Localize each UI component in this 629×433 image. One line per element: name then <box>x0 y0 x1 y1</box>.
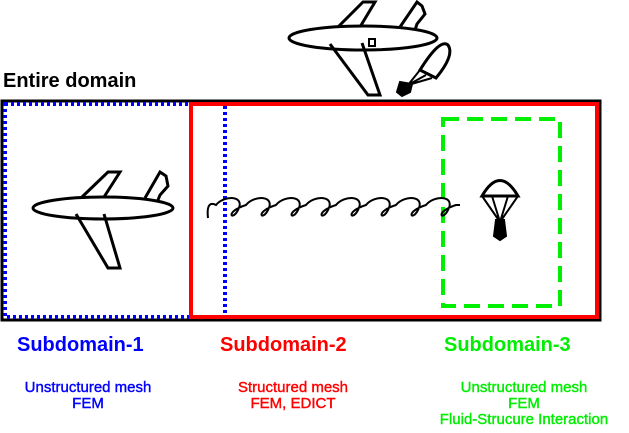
subdomain-1-box <box>3 102 227 319</box>
wake-vortex-icon <box>206 197 460 219</box>
description-line: FEM, EDICT <box>250 395 336 412</box>
description-line: Fluid-Strucure Interaction <box>439 411 609 428</box>
description-line: FEM <box>508 395 540 412</box>
subdomain-2-label: Subdomain-2 <box>220 334 347 356</box>
parachute-icon <box>479 179 521 242</box>
description-line: Unstructured mesh <box>460 379 588 396</box>
entire-domain-box <box>0 99 602 322</box>
airplane-icon <box>287 0 439 97</box>
subdomain-3-box <box>441 117 562 308</box>
description-line: FEM <box>72 395 104 412</box>
subdomain-3-label: Subdomain-3 <box>444 334 571 356</box>
airplane-icon <box>31 169 175 270</box>
subdomain-1-label: Subdomain-1 <box>17 334 144 356</box>
description-line: Structured mesh <box>237 379 349 396</box>
subdomain-1-description: Unstructured mesh FEM <box>8 379 168 412</box>
subdomain-2-description: Structured mesh FEM, EDICT <box>213 379 373 412</box>
entire-domain-label: Entire domain <box>3 70 137 92</box>
subdomain-2-box <box>189 102 599 319</box>
subdomain-3-description: Unstructured mesh FEM Fluid-Strucure Int… <box>420 379 628 428</box>
parachute-icon <box>395 42 452 98</box>
description-line: Unstructured mesh <box>24 379 152 396</box>
